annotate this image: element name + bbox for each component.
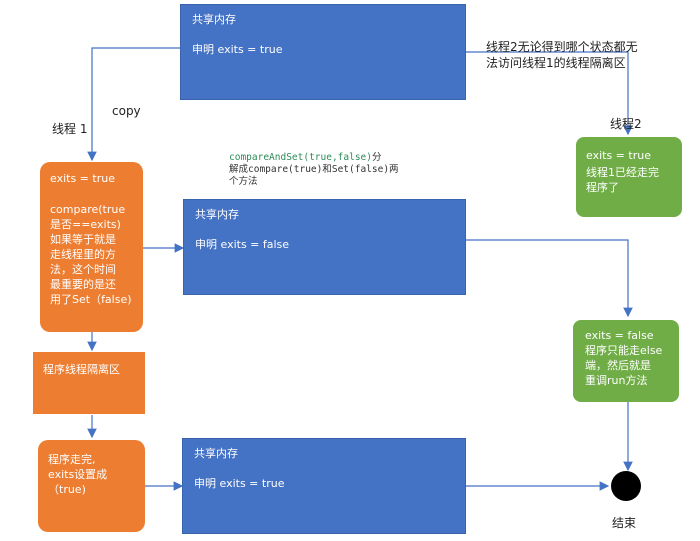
thread1-label: 线程 1 <box>52 122 88 136</box>
thread1-finish-text: 程序走完, exits设置成 （true) <box>48 453 108 496</box>
shared-memory-mid: 共享内存 申明 exits = false <box>183 199 466 295</box>
shared-memory-bottom: 共享内存 申明 exits = true <box>182 438 466 534</box>
thread2-exits-line: exits = true <box>586 149 651 162</box>
cas-note-code: compareAndSet(true,false) <box>229 152 372 163</box>
thread2-else-text: exits = false 程序只能走else 端，然后就是 重调run方法 <box>585 329 663 387</box>
cas-note: compareAndSet(true,false)分 <box>229 152 382 164</box>
thread2-top-box: exits = true 线程1已经走完 程序了 <box>576 137 682 217</box>
shared-memory-value: 申明 exits = false <box>195 238 290 251</box>
edge-mid-shared-to-green <box>466 239 633 318</box>
shared-memory-title: 共享内存 <box>195 208 239 221</box>
shared-memory-top: 共享内存 申明 exits = true <box>180 4 466 100</box>
end-label: 结束 <box>612 516 637 530</box>
shared-memory-title: 共享内存 <box>192 13 236 26</box>
thread2-status-text: 线程1已经走完 程序了 <box>586 166 659 194</box>
isolation-label: 程序线程隔离区 <box>43 363 120 376</box>
shared-memory-value: 申明 exits = true <box>194 477 285 490</box>
thread1-finish-box: 程序走完, exits设置成 （true) <box>38 440 145 532</box>
thread1-compare-text: compare(true 是否==exits) 如果等于就是 走线程里的方 法，… <box>50 203 132 306</box>
copy-label: copy <box>112 104 141 118</box>
thread2-label: 线程2 <box>610 117 642 131</box>
end-node <box>611 471 641 501</box>
shared-memory-title: 共享内存 <box>194 447 238 460</box>
thread1-exits-line: exits = true <box>50 172 115 185</box>
thread1-compare-box: exits = true compare(true 是否==exits) 如果等… <box>40 162 143 332</box>
shared-memory-value: 申明 exits = true <box>192 43 283 56</box>
cas-note-tail: 分 <box>372 152 382 163</box>
thread2-note: 线程2无论得到哪个状态都无 法访问线程1的线程隔离区 <box>486 40 638 70</box>
cas-note-rest: 解成compare(true)和Set(false)两 个方法 <box>229 164 399 187</box>
thread2-else-box: exits = false 程序只能走else 端，然后就是 重调run方法 <box>573 320 679 402</box>
thread-isolation-box: 程序线程隔离区 <box>33 352 145 414</box>
